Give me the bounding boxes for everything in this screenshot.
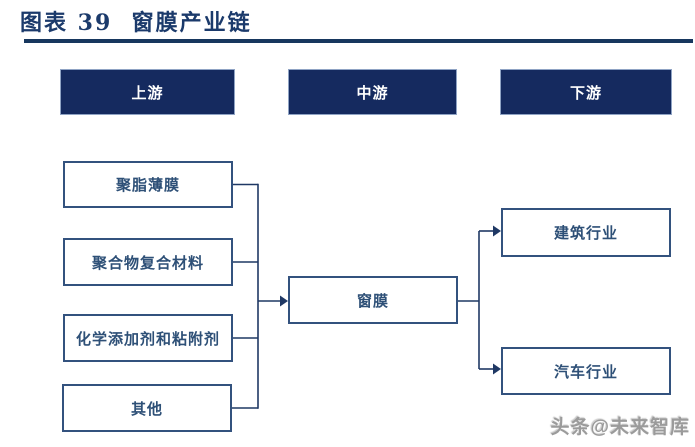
header-downstream: 下游: [500, 69, 672, 115]
node-label: 其他: [130, 400, 163, 418]
node-label: 汽车行业: [553, 363, 618, 381]
page-title: 图表 39 窗膜产业链: [20, 10, 252, 36]
node-automotive-industry: 汽车行业: [501, 347, 671, 395]
header-midstream-label: 中游: [356, 84, 389, 102]
node-label: 窗膜: [356, 292, 389, 310]
header-upstream-label: 上游: [131, 84, 164, 102]
header-downstream-label: 下游: [569, 84, 602, 102]
node-others: 其他: [62, 384, 232, 432]
watermark: 头条@未来智库: [550, 417, 690, 438]
title-divider: [24, 39, 693, 43]
node-chemical-additives: 化学添加剂和粘附剂: [63, 314, 233, 362]
header-midstream: 中游: [288, 69, 457, 115]
node-polymer-composite: 聚合物复合材料: [63, 238, 233, 286]
node-window-film: 窗膜: [288, 276, 458, 324]
node-construction-industry: 建筑行业: [501, 208, 671, 257]
node-label: 化学添加剂和粘附剂: [75, 330, 220, 348]
node-label: 聚合物复合材料: [91, 254, 204, 272]
node-label: 聚脂薄膜: [115, 177, 180, 194]
node-label: 建筑行业: [553, 225, 618, 242]
header-upstream: 上游: [60, 69, 235, 115]
node-polyester-film: 聚脂薄膜: [63, 161, 233, 208]
